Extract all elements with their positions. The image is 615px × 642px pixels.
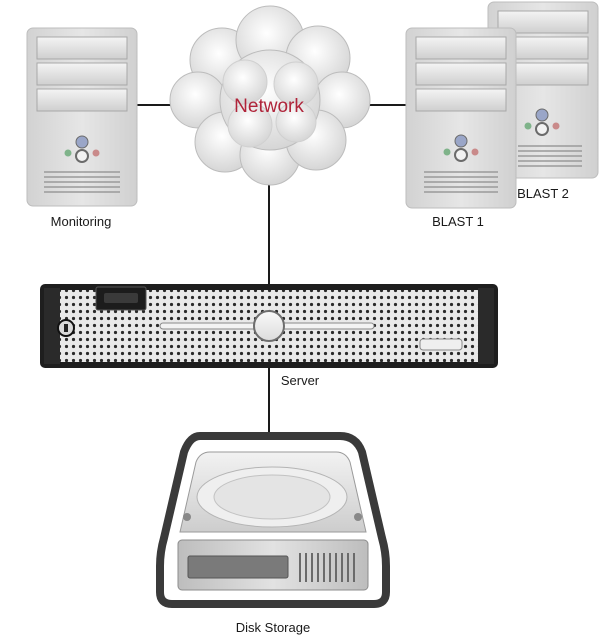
blast2-label: BLAST 2 <box>517 186 569 201</box>
disk-storage-label: Disk Storage <box>236 620 310 635</box>
disk-storage <box>156 432 390 608</box>
server-label: Server <box>281 373 320 388</box>
monitoring-tower <box>26 27 138 207</box>
monitoring-label: Monitoring <box>51 214 112 229</box>
network-label: Network <box>234 96 304 117</box>
network-cloud <box>169 5 371 186</box>
blast1-label: BLAST 1 <box>432 214 484 229</box>
rack-server <box>40 284 498 368</box>
blast1-tower <box>405 27 517 209</box>
